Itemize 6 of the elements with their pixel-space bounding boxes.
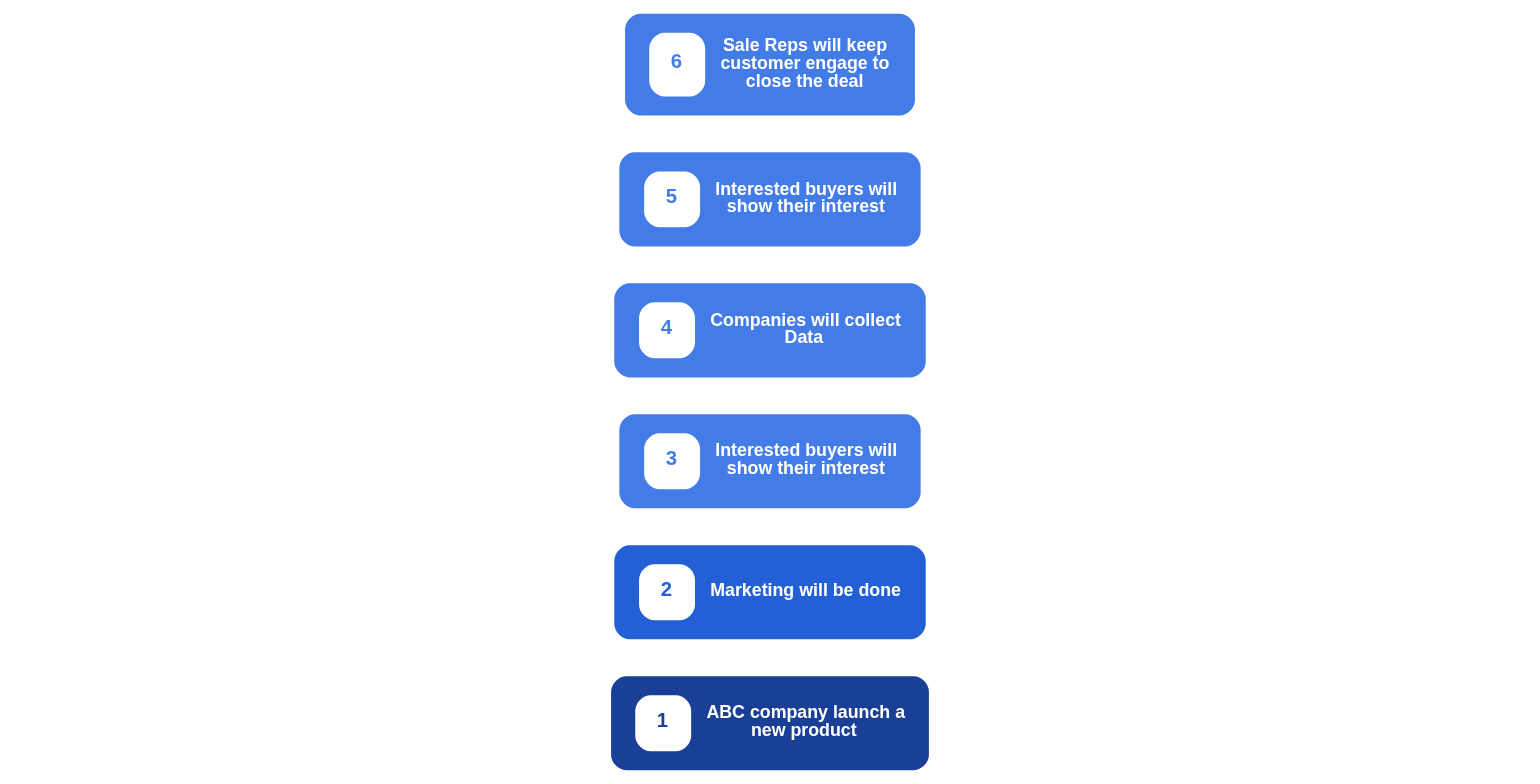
node-box: 1 ABC company launch a new product <box>611 676 929 771</box>
node-box: 2 Marketing will be done <box>614 545 926 640</box>
node-box: 6 Sale Reps will keep customer engage to close the deal <box>625 13 915 116</box>
node-box: 4 Companies will collect Data <box>614 283 926 378</box>
node-box: 3 Interested buyers will show their interest <box>619 414 921 509</box>
node-box: 5 Interested buyers will show their interest <box>619 152 921 247</box>
